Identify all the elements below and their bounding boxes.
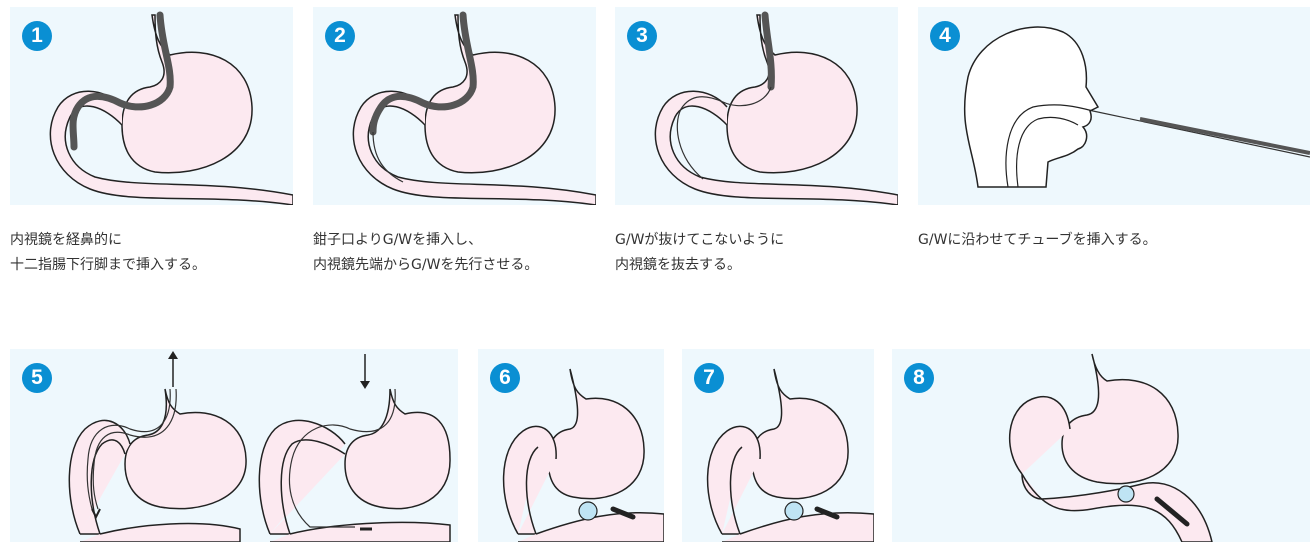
step-4-caption-line-1: G/Wに沿わせてチューブを挿入する。: [918, 228, 1157, 253]
step-8-panel: 8: [892, 349, 1310, 542]
step-2-badge: 2: [325, 21, 355, 51]
stomach-illustration: [10, 7, 293, 205]
step-7-badge: 7: [694, 363, 724, 393]
step-6-panel: 6: [478, 349, 664, 542]
step-3-caption: G/Wが抜けてこないように 内視鏡を抜去する。: [615, 228, 784, 278]
step-7-panel: 7: [682, 349, 874, 542]
step-3-caption-line-1: G/Wが抜けてこないように: [615, 228, 784, 253]
step-2-caption-line-2: 内視鏡先端からG/Wを先行させる。: [313, 253, 538, 278]
stomach-balloon-illustration: [892, 349, 1310, 542]
stomach-illustration: [313, 7, 596, 205]
step-5-badge: 5: [22, 363, 52, 393]
step-3-panel: 3: [615, 7, 898, 205]
head-illustration: [918, 7, 1310, 205]
step-8-badge: 8: [904, 363, 934, 393]
step-2-panel: 2: [313, 7, 596, 205]
step-4-badge: 4: [930, 21, 960, 51]
step-4-panel: 4: [918, 7, 1310, 205]
stomach-pair-illustration: [10, 349, 458, 542]
step-4-caption: G/Wに沿わせてチューブを挿入する。: [918, 228, 1157, 253]
step-2-caption: 鉗子口よりG/Wを挿入し、 内視鏡先端からG/Wを先行させる。: [313, 228, 538, 278]
step-1-caption-line-2: 十二指腸下行脚まで挿入する。: [10, 253, 206, 278]
step-2-caption-line-1: 鉗子口よりG/Wを挿入し、: [313, 228, 538, 253]
step-1-caption-line-1: 内視鏡を経鼻的に: [10, 228, 206, 253]
step-3-caption-line-2: 内視鏡を抜去する。: [615, 253, 784, 278]
step-1-caption: 内視鏡を経鼻的に 十二指腸下行脚まで挿入する。: [10, 228, 206, 278]
stomach-illustration: [615, 7, 898, 205]
step-5-panel: 5: [10, 349, 458, 542]
step-3-badge: 3: [627, 21, 657, 51]
step-6-badge: 6: [490, 363, 520, 393]
step-1-badge: 1: [22, 21, 52, 51]
step-1-panel: 1: [10, 7, 293, 205]
